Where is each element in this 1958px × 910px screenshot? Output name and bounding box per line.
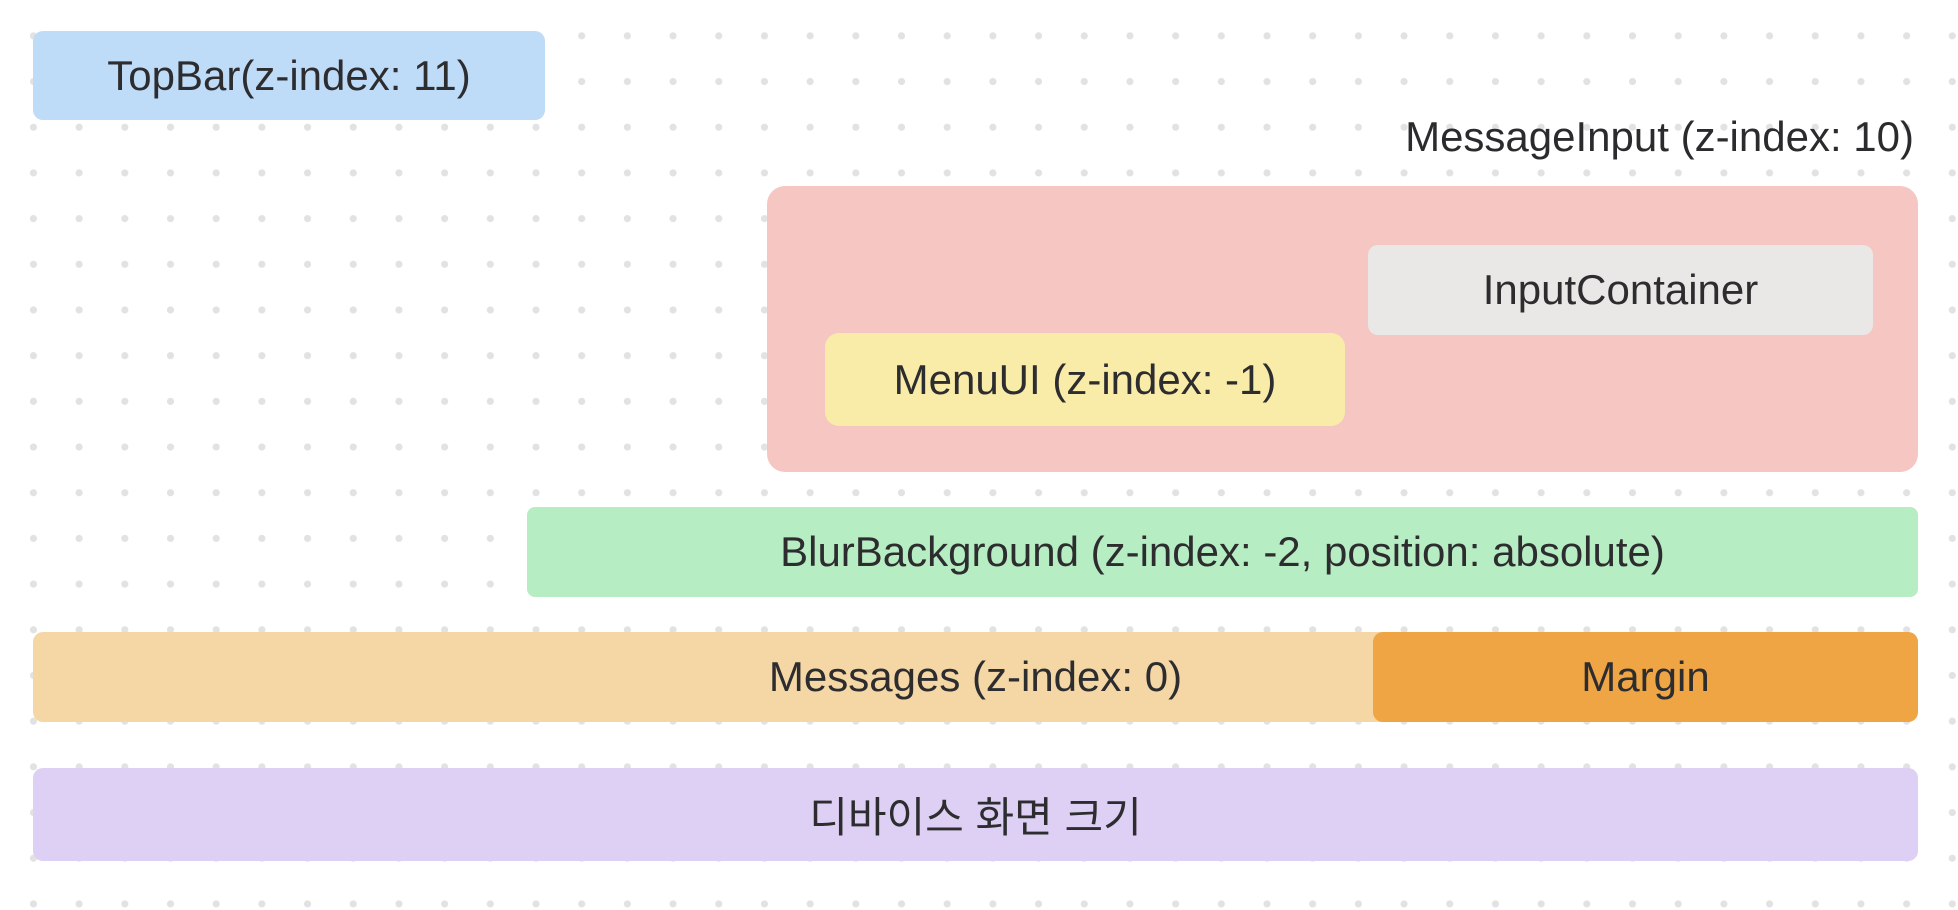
messages-layer-label: Messages (z-index: 0) [768,653,1183,700]
menu-ui-layer-box: MenuUI (z-index: -1) [825,333,1345,426]
input-container-layer-label: InputContainer [1482,266,1759,313]
topbar-layer-box: TopBar(z-index: 11) [33,31,545,120]
blur-background-layer-box: BlurBackground (z-index: -2, position: a… [527,507,1918,597]
device-screen-size-box: 디바이스 화면 크기 [33,768,1918,861]
input-container-layer-box: InputContainer [1368,245,1873,335]
message-input-layer-label: MessageInput (z-index: 10) [1405,113,1914,160]
blur-background-layer-label: BlurBackground (z-index: -2, position: a… [780,528,1665,575]
device-screen-size-label: 디바이스 화면 크기 [809,794,1142,841]
margin-layer-box: Margin [1373,632,1918,722]
margin-layer-label: Margin [1581,653,1710,700]
topbar-layer-label: TopBar(z-index: 11) [107,51,471,99]
menu-ui-layer-label: MenuUI (z-index: -1) [893,355,1277,403]
